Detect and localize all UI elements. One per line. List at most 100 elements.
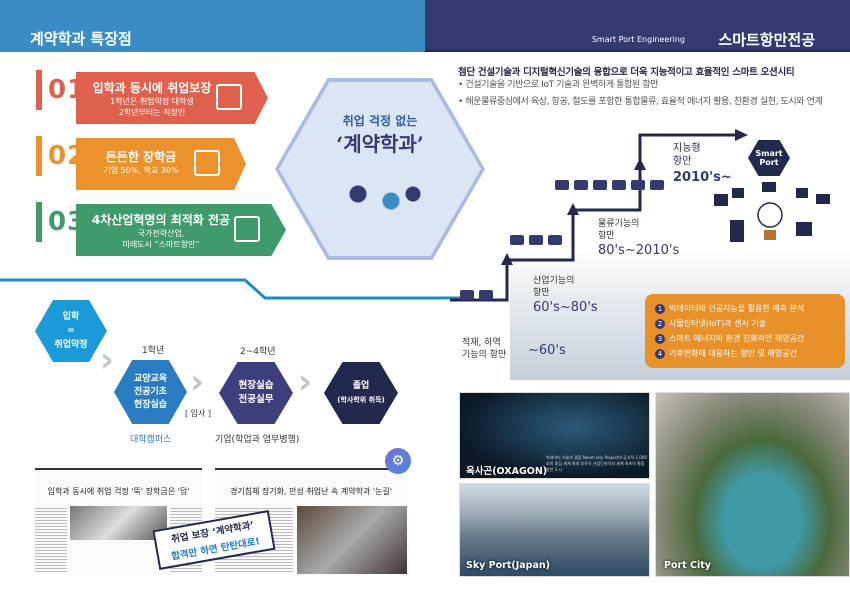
- money-hand-icon: [194, 150, 220, 176]
- feature-desc: 국가전략산업,: [137, 229, 185, 238]
- company-label: 기업(학업과 업무병행): [215, 435, 300, 445]
- feature-list-text: 빅데이터와 인공지능을 활용한 예측 분석: [669, 304, 805, 313]
- feature-band-3: 4차산업혁명의 최적화 전공 국가전략산업, 미래도시 “스마트항만”: [76, 204, 286, 256]
- hex-line2: ‘계약학과’: [336, 132, 424, 156]
- smart-port-label: Smart Port: [755, 149, 783, 167]
- flow-text: 졸업: [352, 381, 370, 391]
- flow-step3-hex: 졸업 (학사학위 취득): [324, 362, 398, 424]
- flow-start-hex: 입학 = 취업약정: [35, 300, 107, 362]
- flow-text: 교양교육: [133, 373, 168, 384]
- contract-icon: [216, 84, 242, 110]
- sky-port-photo: Sky Port(Japan): [459, 483, 650, 577]
- flow-text: =: [67, 326, 75, 336]
- gear-icon: ⚙: [385, 448, 411, 474]
- news-headline: 입학과 동시에 취업 걱정 '뚝' 장학금은 '덤': [47, 487, 190, 496]
- news-photo: [70, 506, 167, 540]
- flow-text: (학사학위 취득): [337, 396, 385, 404]
- stair-years: ~60's: [528, 343, 566, 358]
- photo-description: 빅데이터 기술의 결합 Neom city Project의 공식적 1,000…: [546, 455, 647, 472]
- stair-label-line: 항만: [598, 231, 615, 241]
- right-page-subtitle: Smart Port Engineering: [591, 35, 685, 44]
- news-photo: [297, 506, 407, 574]
- flow-step1-hex: 교양교육 전공기초 현장실습: [114, 360, 187, 424]
- photo-caption: 옥사곤(OXAGON): [466, 466, 548, 477]
- feature-title: 4차산업혁명의 최적화 전공: [91, 213, 231, 227]
- feature-desc: 1학년은 취업약정 대학생: [110, 97, 194, 106]
- flow-text: 현장실습: [238, 380, 274, 391]
- news-headline: 경기침체 장기화, 만성 취업난 속 계약학과 '눈길': [229, 487, 393, 496]
- flow-step2-hex: 현장실습 전공실무: [219, 362, 293, 424]
- stair-label-line: 기능의 항만: [462, 350, 507, 360]
- feature-list-text: 기후변화에 대응하는 항만 및 해양공간: [669, 349, 797, 358]
- flow-text: 전공실무: [238, 394, 274, 405]
- feature-band-2: 든든한 장학금 기업 50%, 학교 30%: [76, 138, 246, 190]
- photo-caption: Port City: [664, 560, 711, 571]
- smart-port-network-icons: [714, 182, 830, 242]
- stair-years: 80's~2010's: [598, 243, 680, 258]
- flow-text: 전공기초: [133, 386, 168, 397]
- chevron-right-icon: ›: [190, 362, 205, 402]
- flow-text: 입학: [62, 312, 80, 322]
- year-label: 1학년: [142, 346, 165, 356]
- stair-years: 60's~80's: [533, 300, 598, 315]
- feature-title: 든든한 장학금: [105, 150, 177, 164]
- arrow-up-icon: [567, 203, 579, 215]
- stair-label-line: 산업기능의: [533, 276, 575, 286]
- arrow-up-icon: [634, 158, 646, 170]
- flow-text: 현장실습: [133, 399, 168, 410]
- right-page-title: 스마트항만전공: [718, 31, 815, 49]
- stair-label-line: 지능형: [673, 143, 701, 154]
- year-label: 2~4학년: [240, 347, 276, 357]
- feature-desc: 2학년부터는 직장인: [118, 108, 186, 117]
- stair-label-line: 물류기능의: [598, 219, 640, 229]
- feature-title: 입학과 동시에 취업보장: [92, 81, 212, 95]
- port-city-photo: Port City: [655, 392, 850, 577]
- hex-line1: 취업 걱정 없는: [342, 114, 418, 128]
- bullet-text: 해운물류중심에서 육상, 항공, 철도를 포함한 통합물류, 효율적 에너지 활…: [465, 97, 823, 107]
- join-label: [ 입사 ]: [185, 409, 212, 418]
- chevron-right-icon: ›: [100, 340, 115, 380]
- intro-bullet: • 건설기술을 기반으로 IoT 기술과 완벽하게 통합된 항만: [458, 80, 659, 90]
- stair-label-line: 항만: [673, 156, 692, 167]
- monitor-icon: [234, 216, 260, 242]
- intro-title: 첨단 건설기술과 디지털혁신기술의 융합으로 더욱 지능적이고 효율적인 스마트…: [458, 67, 795, 78]
- feature-list-text: 사물인터넷(IoT)과 센서 기술: [669, 319, 767, 328]
- stair-diagram: [450, 129, 748, 302]
- bullet-text: 건설기술을 기반으로 IoT 기술과 완벽하게 통합된 항만: [465, 80, 659, 90]
- intro-bullet: • 해운물류중심에서 육상, 항공, 철도를 포함한 통합물류, 효율적 에너지…: [458, 97, 823, 107]
- news-text-column: [35, 506, 67, 572]
- left-page-title: 계약학과 특장점: [30, 30, 132, 48]
- header-right-band: [425, 0, 850, 52]
- smart-port-hex: Smart Port: [748, 140, 790, 176]
- news-clipping-2: 경기침체 장기화, 만성 취업난 속 계약학과 '눈길': [215, 468, 407, 575]
- running-people-illustration: [325, 166, 435, 236]
- stair-label-line: 항만: [533, 288, 550, 298]
- stair-years: 2010's~: [673, 170, 732, 185]
- chevron-right-icon: ›: [298, 362, 313, 402]
- transport-icons: [510, 230, 563, 249]
- feature-list-text: 스마트 에너지와 환경 친화적인 해양공간: [669, 334, 805, 343]
- oxagon-photo: 옥사곤(OXAGON) 빅데이터 기술의 결합 Neom city Projec…: [459, 392, 650, 479]
- feature-desc: 미래도시 “스마트항만”: [122, 240, 200, 249]
- connector-line: [0, 278, 470, 300]
- transport-icons: [555, 175, 665, 194]
- campus-label: 대학캠퍼스: [130, 435, 172, 445]
- flow-text: 취업약정: [54, 340, 88, 350]
- arrow-up-icon: [501, 253, 513, 265]
- feature-band-1: 입학과 동시에 취업보장 1학년은 취업약정 대학생 2학년부터는 직장인: [76, 72, 268, 124]
- arrow-right-icon: [735, 129, 748, 141]
- stair-label-line: 적재, 하역: [462, 338, 501, 348]
- header-left-band: [0, 0, 425, 52]
- transport-icons: [460, 285, 494, 304]
- photo-caption: Sky Port(Japan): [466, 560, 550, 571]
- feature-desc: 기업 50%, 학교 30%: [103, 166, 179, 175]
